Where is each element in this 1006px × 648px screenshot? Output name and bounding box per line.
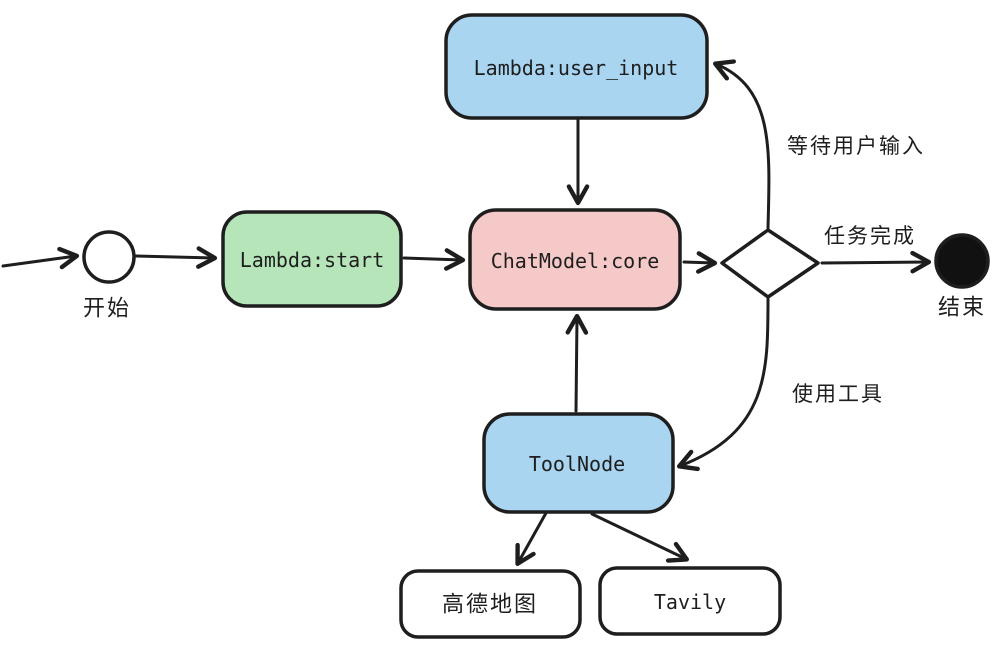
lambda-user-input-node: Lambda:user_input	[444, 13, 709, 120]
tavily-node: Tavily	[598, 566, 782, 636]
start-node-label: 开始	[83, 297, 131, 322]
decision-node	[720, 228, 820, 299]
edge-decision-to-user-input	[712, 59, 771, 230]
lambda-start-label: Lambda:start	[240, 248, 385, 272]
chatmodel-core-node: ChatModel:core	[468, 208, 682, 311]
start-circle	[82, 230, 136, 284]
tavily-box	[598, 566, 782, 636]
lambda-start-box	[221, 210, 403, 308]
edge-label-use-tools: 使用工具	[792, 382, 884, 406]
gaode-map-box	[399, 569, 582, 639]
tool-node: ToolNode	[482, 412, 675, 514]
start-node: 开始	[82, 230, 136, 322]
tool-node-label: ToolNode	[529, 452, 625, 476]
gaode-map-node: 高德地图	[399, 569, 582, 639]
end-node-label: 结束	[938, 296, 986, 321]
edge-start-to-lambda-start	[134, 246, 218, 269]
lambda-start-node: Lambda:start	[221, 210, 403, 308]
edge-lambda-start-to-chatmodel	[402, 248, 466, 271]
edge-toolnode-to-chatmodel	[565, 313, 589, 413]
decision-diamond	[720, 228, 820, 299]
edge-chatmodel-to-decision	[682, 251, 718, 274]
lambda-user-input-box	[444, 13, 709, 120]
edge-decision-to-end	[820, 250, 932, 274]
chatmodel-core-label: ChatModel:core	[491, 249, 660, 273]
edge-label-wait-user-input: 等待用户输入	[787, 134, 925, 158]
edge-toolnode-to-tavily	[590, 512, 690, 563]
end-node: 结束	[934, 233, 990, 321]
edge-decision-to-toolnode	[676, 297, 770, 472]
chatmodel-core-box	[468, 208, 682, 311]
edge-entry-arrow	[1, 246, 80, 270]
end-circle	[934, 233, 990, 289]
edges	[1, 59, 932, 566]
lambda-user-input-label: Lambda:user_input	[474, 56, 679, 80]
edge-toolnode-to-gaode-map	[515, 511, 548, 566]
gaode-map-label: 高德地图	[442, 593, 538, 618]
tool-node-box	[482, 412, 675, 514]
edge-label-task-done: 任务完成	[824, 224, 916, 248]
tavily-label: Tavily	[654, 590, 726, 614]
